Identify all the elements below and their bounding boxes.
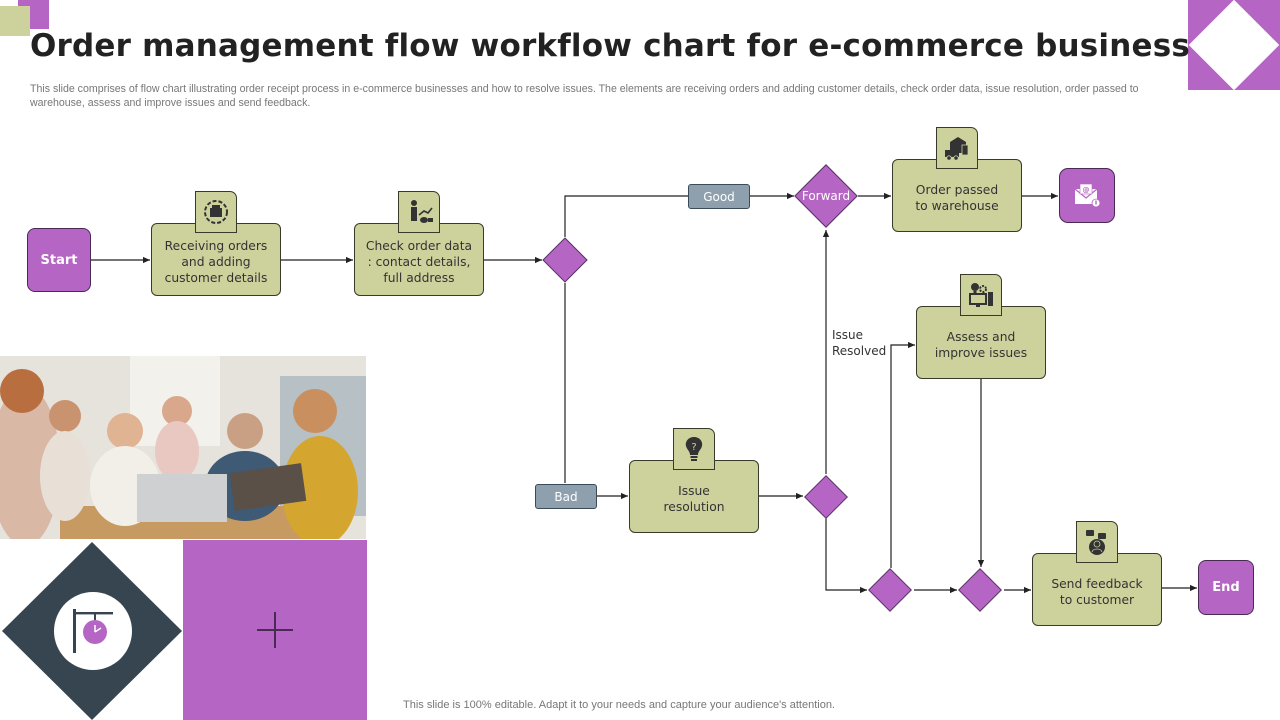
step-send-feedback[interactable]: Send feedback to customer [1032,553,1162,626]
decision-issue-resolved[interactable] [803,474,849,520]
step-issue-resolution-text: Issue resolution [663,483,725,514]
step-receiving-orders-text: Receiving orders and adding customer det… [164,238,268,285]
person-chart-money-icon [398,191,440,233]
decision-merge[interactable] [957,567,1003,613]
decision-forward[interactable]: Forward [794,164,858,228]
issue-resolved-label: Issue Resolved [832,328,887,358]
connector-decision-down [825,518,867,594]
footer-note: This slide is 100% editable. Adapt it to… [403,699,835,711]
idea-computer-icon [960,274,1002,316]
box-refresh-icon [195,191,237,233]
step-check-order-data[interactable]: Check order data : contact details, full… [354,223,484,296]
step-assess-and-improve-issues[interactable]: Assess and improve issues [916,306,1046,379]
warehouse-truck-icon [936,127,978,169]
customer-chat-icon [1076,521,1118,563]
corner-decoration-olive [0,6,30,36]
corner-diamond-decoration [1188,0,1280,90]
bad-label: Bad [535,484,597,509]
svg-text:?: ? [691,442,696,453]
plus-icon [257,612,293,648]
page-subtitle: This slide comprises of flow chart illus… [30,83,1139,109]
connector-decision-good [564,195,688,237]
step-check-order-data-text: Check order data : contact details, full… [365,238,473,285]
email-alert-icon: @ [1074,183,1101,207]
team-meeting-photo [0,356,366,539]
page-title: Order management flow workflow chart for… [30,28,1191,64]
svg-text:@: @ [1083,186,1090,194]
forward-label: Forward [801,189,851,203]
good-label: Good [688,184,750,209]
decision-order-data-valid[interactable] [542,237,588,283]
step-assess-text: Assess and improve issues [934,329,1028,360]
start-terminal[interactable]: Start [27,228,91,292]
step-receiving-orders[interactable]: Receiving orders and adding customer det… [151,223,281,296]
hanging-clock-icon [73,609,113,653]
clock-diamond-decoration [2,542,182,720]
connector-to-assess [890,341,915,568]
plus-square-decoration [183,540,367,720]
bulb-question-icon: ? [673,428,715,470]
step-issue-resolution[interactable]: Issue resolution [629,460,759,533]
step-send-feedback-text: Send feedback to customer [1051,576,1143,607]
email-notification-terminal[interactable]: @ [1059,168,1115,223]
bad-label-text: Bad [554,489,578,504]
good-label-text: Good [703,189,735,204]
end-terminal[interactable]: End [1198,560,1254,615]
step-warehouse-text: Order passed to warehouse [915,182,999,213]
start-label: Start [40,252,78,268]
end-label: End [1212,580,1240,595]
step-order-passed-to-warehouse[interactable]: Order passed to warehouse [892,159,1022,232]
decision-assess-branch[interactable] [867,567,913,613]
